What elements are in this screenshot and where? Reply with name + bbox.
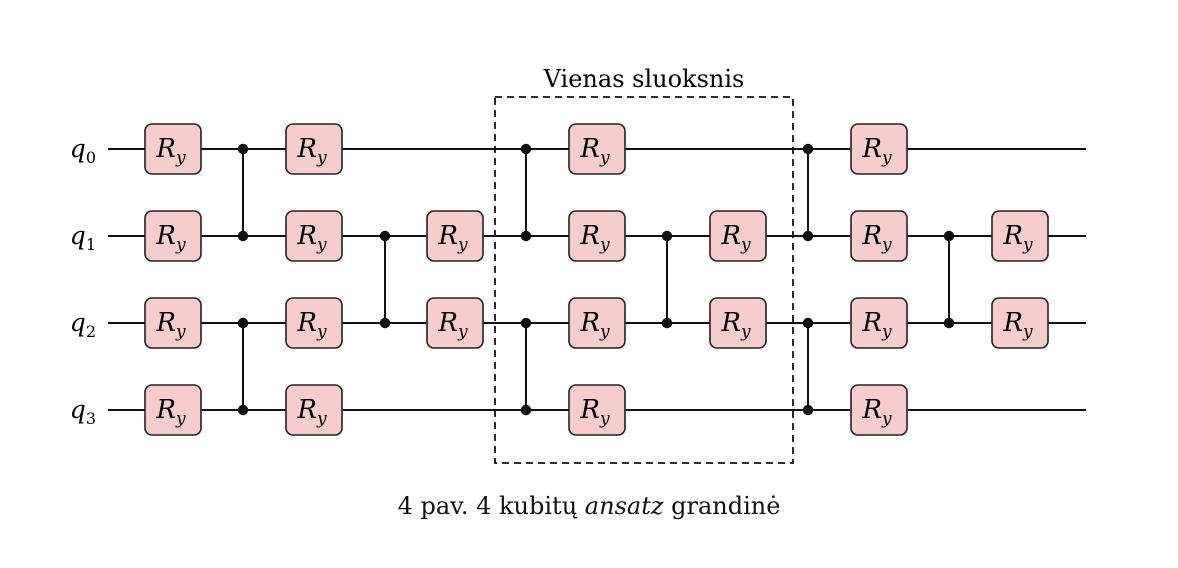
ry-gate-label: Ry — [296, 308, 327, 342]
qubit-label-1: q1 — [70, 221, 96, 254]
ry-gate-box — [144, 297, 202, 349]
control-dot-col1-q3 — [237, 404, 249, 416]
control-dot-col11-q2 — [943, 317, 955, 329]
ry-gate-col12-q1: Ry — [991, 210, 1049, 262]
ry-gate-label: Ry — [861, 308, 892, 342]
control-dot-col5-q3 — [520, 404, 532, 416]
control-dot-col9-q0 — [802, 143, 814, 155]
ry-gate-label: Ry — [579, 134, 610, 168]
caption-emphasis: ansatz — [584, 492, 664, 520]
ry-gate-col10-q0: Ry — [850, 123, 908, 175]
ry-gate-label: Ry — [437, 221, 468, 255]
ry-gate-box — [285, 123, 343, 175]
ry-gate-col6-q1: Ry — [568, 210, 626, 262]
ry-gate-label: Ry — [155, 308, 186, 342]
ry-gate-label: Ry — [579, 308, 610, 342]
ry-gate-box — [285, 384, 343, 436]
ry-gate-box — [991, 210, 1049, 262]
ry-gate-label: Ry — [720, 221, 751, 255]
control-dot-col7-q2 — [661, 317, 673, 329]
ry-gate-label: Ry — [296, 134, 327, 168]
ry-gate-label: Ry — [296, 221, 327, 255]
ry-gate-col0-q3: Ry — [144, 384, 202, 436]
ry-gate-label: Ry — [1002, 221, 1033, 255]
control-dot-col5-q2 — [520, 317, 532, 329]
control-dot-col11-q1 — [943, 230, 955, 242]
ry-gate-label: Ry — [296, 395, 327, 429]
ry-gate-box — [709, 297, 767, 349]
ry-gate-box — [850, 123, 908, 175]
ry-gate-box — [144, 123, 202, 175]
ry-gate-col8-q2: Ry — [709, 297, 767, 349]
control-dot-col1-q0 — [237, 143, 249, 155]
ry-gate-col10-q2: Ry — [850, 297, 908, 349]
ry-gate-col2-q2: Ry — [285, 297, 343, 349]
ry-gate-col6-q0: Ry — [568, 123, 626, 175]
ry-gate-label: Ry — [155, 395, 186, 429]
control-dot-col3-q2 — [379, 317, 391, 329]
ry-gate-label: Ry — [579, 395, 610, 429]
ry-gate-box — [426, 210, 484, 262]
ry-gate-label: Ry — [861, 395, 892, 429]
qubit-label-2: q2 — [70, 308, 96, 341]
ry-gate-label: Ry — [720, 308, 751, 342]
ry-gate-box — [285, 210, 343, 262]
control-dot-col3-q1 — [379, 230, 391, 242]
ry-gate-box — [991, 297, 1049, 349]
qubit-label-3: q3 — [70, 395, 96, 428]
ry-gate-box — [144, 210, 202, 262]
ry-gate-col0-q1: Ry — [144, 210, 202, 262]
ry-gate-col2-q3: Ry — [285, 384, 343, 436]
control-dot-col9-q1 — [802, 230, 814, 242]
qubit-labels-layer: q0 q1 q2 q3 — [70, 134, 96, 428]
ry-gate-col0-q2: Ry — [144, 297, 202, 349]
ry-gate-col8-q1: Ry — [709, 210, 767, 262]
figure-caption: 4 pav. 4 kubitų ansatz grandinė — [0, 486, 1178, 526]
ry-gate-label: Ry — [861, 221, 892, 255]
ry-gate-col12-q2: Ry — [991, 297, 1049, 349]
control-dot-col5-q1 — [520, 230, 532, 242]
ry-gate-box — [285, 297, 343, 349]
ry-gate-label: Ry — [861, 134, 892, 168]
ry-gate-box — [850, 384, 908, 436]
ry-gate-box — [568, 384, 626, 436]
caption-prefix: 4 pav. 4 kubitų — [397, 492, 585, 520]
control-dot-col9-q3 — [802, 404, 814, 416]
ry-gate-col6-q3: Ry — [568, 384, 626, 436]
ry-gate-box — [426, 297, 484, 349]
qubit-label-0: q0 — [70, 134, 96, 167]
ry-gate-label: Ry — [579, 221, 610, 255]
wires-layer — [108, 148, 1086, 411]
ry-gate-label: Ry — [1002, 308, 1033, 342]
ry-gate-col2-q0: Ry — [285, 123, 343, 175]
control-dot-col1-q2 — [237, 317, 249, 329]
ry-gate-box — [568, 297, 626, 349]
layer-label: Vienas sluoksnis — [543, 65, 745, 93]
ry-gate-col10-q3: Ry — [850, 384, 908, 436]
control-dot-col5-q0 — [520, 143, 532, 155]
controls-layer — [237, 143, 955, 416]
ry-gate-box — [568, 210, 626, 262]
control-dot-col1-q1 — [237, 230, 249, 242]
ry-gate-col4-q1: Ry — [426, 210, 484, 262]
ry-gate-box — [144, 384, 202, 436]
ry-gate-label: Ry — [155, 134, 186, 168]
ry-gate-col0-q0: Ry — [144, 123, 202, 175]
ry-gate-label: Ry — [437, 308, 468, 342]
ry-gate-label: Ry — [155, 221, 186, 255]
ry-gate-col10-q1: Ry — [850, 210, 908, 262]
ry-gate-col2-q1: Ry — [285, 210, 343, 262]
ry-gate-col6-q2: Ry — [568, 297, 626, 349]
control-dot-col9-q2 — [802, 317, 814, 329]
layer-box — [494, 96, 794, 464]
caption-suffix: grandinė — [663, 492, 781, 520]
ry-gate-box — [850, 297, 908, 349]
gates-layer: RyRyRyRyRyRyRyRyRyRyRyRyRyRyRyRyRyRyRyRy… — [144, 123, 1049, 436]
ry-gate-col4-q2: Ry — [426, 297, 484, 349]
control-dot-col7-q1 — [661, 230, 673, 242]
ry-gate-box — [568, 123, 626, 175]
ry-gate-box — [709, 210, 767, 262]
ry-gate-box — [850, 210, 908, 262]
